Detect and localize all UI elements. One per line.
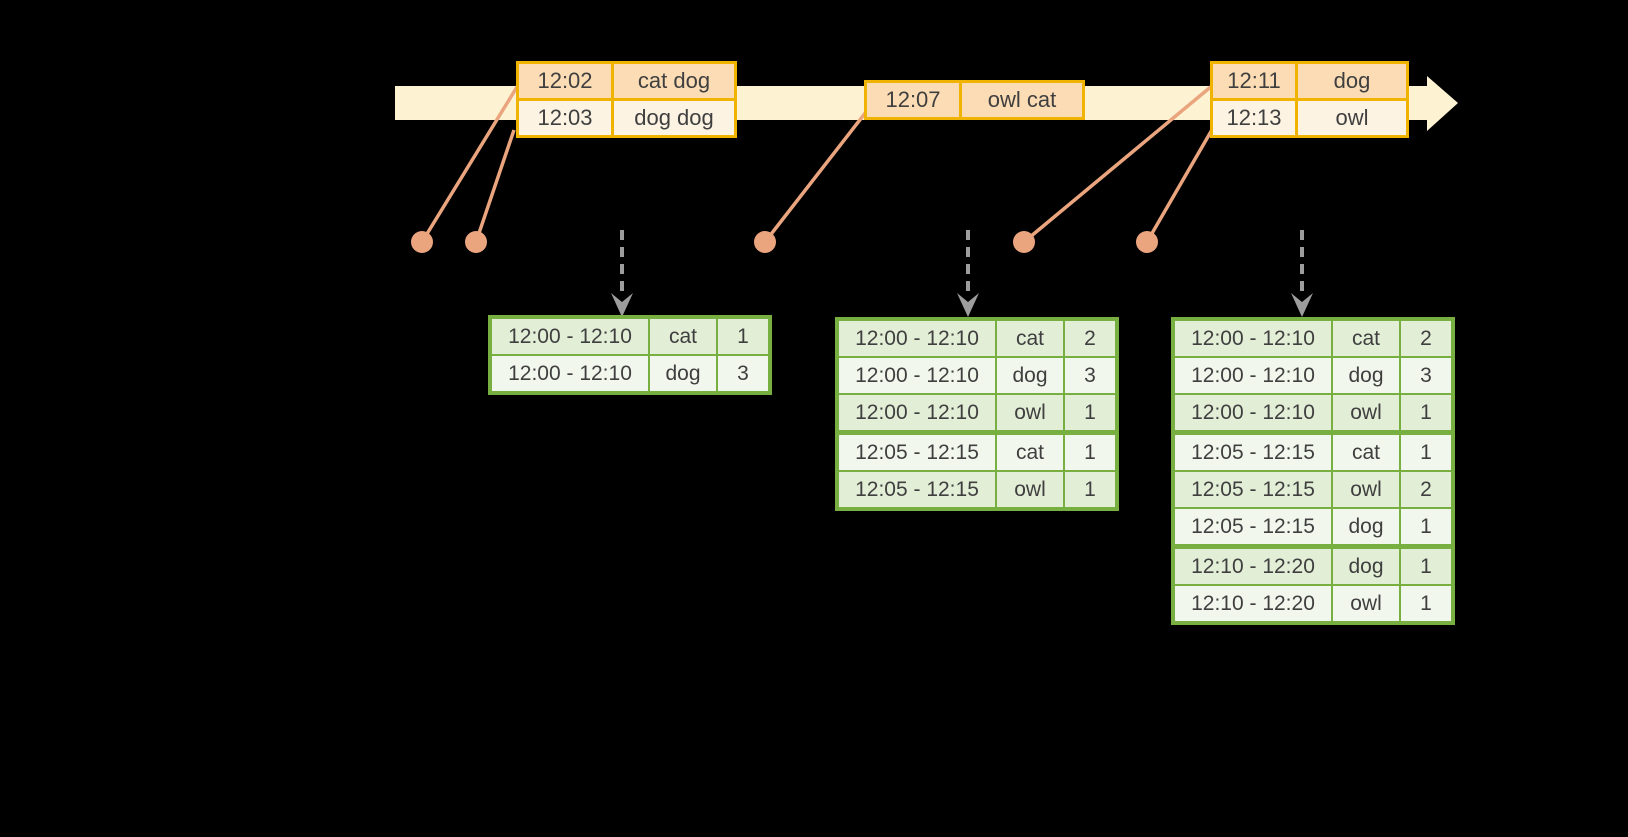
window-cell: 12:05 - 12:15 [836,430,997,472]
time-cell: 12:07 [864,80,962,120]
word-cell: dog [1331,356,1401,395]
word-cell: owl [1331,470,1401,509]
window-cell: 12:05 - 12:15 [1172,507,1333,548]
trigger-arrows [620,230,1304,298]
window-cell: 12:00 - 12:10 [836,356,997,395]
event-connectors [420,81,1215,244]
words-cell: owl cat [959,80,1085,120]
window-cell: 12:00 - 12:10 [1172,393,1333,434]
event-dot [754,231,776,253]
count-cell: 1 [1399,584,1454,624]
word-cell: dog [1331,507,1401,548]
event-dot [465,231,487,253]
word-cell: dog [648,354,718,394]
window-cell: 12:10 - 12:20 [1172,544,1333,586]
count-cell: 3 [1063,356,1118,395]
down-arrowhead-icon [611,293,633,317]
event-dot [411,231,433,253]
word-cell: owl [1331,393,1401,434]
word-cell: owl [995,393,1065,434]
time-cell: 12:03 [516,98,614,138]
word-cell: owl [995,470,1065,510]
words-cell: owl [1295,98,1409,138]
connector-line [763,110,868,244]
word-cell: cat [648,316,718,356]
down-arrowhead-icon [1291,293,1313,317]
window-cell: 12:00 - 12:10 [1172,356,1333,395]
count-cell: 2 [1399,318,1454,358]
count-cell: 1 [716,316,771,356]
count-cell: 2 [1063,318,1118,358]
count-cell: 2 [1399,470,1454,509]
event-dot [1013,231,1035,253]
window-cell: 12:00 - 12:10 [836,393,997,434]
count-cell: 1 [1399,544,1454,586]
window-cell: 12:00 - 12:10 [489,354,650,394]
count-cell: 1 [1399,393,1454,434]
timeline-arrowhead-icon [1427,76,1458,131]
time-cell: 12:11 [1210,61,1298,101]
time-cell: 12:02 [516,61,614,101]
trigger-arrowheads [611,293,1313,317]
count-cell: 1 [1399,430,1454,472]
words-cell: dog [1295,61,1409,101]
event-dots [411,231,1158,253]
word-cell: cat [995,318,1065,358]
window-cell: 12:05 - 12:15 [1172,430,1333,472]
count-cell: 3 [1399,356,1454,395]
window-cell: 12:00 - 12:10 [1172,318,1333,358]
down-arrowhead-icon [957,293,979,317]
connector-line [1022,83,1215,244]
connector-line [474,129,516,243]
window-cell: 12:00 - 12:10 [836,318,997,358]
count-cell: 1 [1063,393,1118,434]
word-cell: dog [1331,544,1401,586]
word-cell: owl [1331,584,1401,624]
time-cell: 12:13 [1210,98,1298,138]
window-cell: 12:10 - 12:20 [1172,584,1333,624]
count-cell: 1 [1399,507,1454,548]
window-cell: 12:05 - 12:15 [836,470,997,510]
count-cell: 1 [1063,430,1118,472]
word-cell: cat [1331,430,1401,472]
connector-line [420,81,522,243]
count-cell: 1 [1063,470,1118,510]
event-dot [1136,231,1158,253]
count-cell: 3 [716,354,771,394]
window-cell: 12:00 - 12:10 [489,316,650,356]
connector-line [1145,127,1215,243]
word-cell: cat [1331,318,1401,358]
word-cell: dog [995,356,1065,395]
words-cell: cat dog [611,61,737,101]
window-cell: 12:05 - 12:15 [1172,470,1333,509]
word-cell: cat [995,430,1065,472]
words-cell: dog dog [611,98,737,138]
